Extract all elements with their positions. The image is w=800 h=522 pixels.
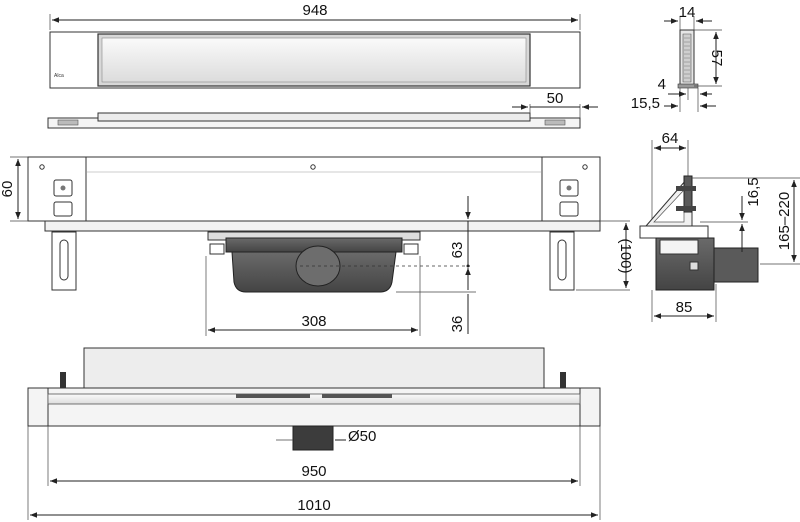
dimension-165-220-label: 165–220 (776, 192, 793, 250)
top-view: 948 Alca (49, 2, 581, 89)
profile-detail: 14 57 4 15,5 (631, 4, 725, 112)
section-view: 64 16,5 165–220 85 (639, 130, 800, 322)
dimension-308-label: 308 (301, 313, 326, 330)
logo-text: Alca (54, 73, 64, 79)
side-strip-view: 50 (47, 90, 598, 129)
outlet-pipe (292, 425, 334, 451)
dimension-100-label: (100) (617, 238, 634, 273)
dimension-15-5-label: 15,5 (631, 95, 660, 112)
dimension-57-label: 57 (708, 50, 725, 67)
dimension-36-label: 36 (449, 316, 466, 333)
dimension-16-5-label: 16,5 (745, 177, 762, 206)
bottom-back-panel (83, 347, 545, 389)
dimension-50-label: 50 (547, 90, 564, 107)
dimension-d50-label: Ø50 (348, 428, 376, 445)
dimension-14-label: 14 (679, 4, 696, 21)
dimension-64-label: 64 (662, 130, 679, 147)
dimension-4-label: 4 (658, 76, 666, 93)
dimension-948-label: 948 (302, 2, 327, 19)
strip-grate (97, 112, 531, 122)
dimension-1010-label: 1010 (297, 497, 330, 514)
dimension-950-label: 950 (301, 463, 326, 480)
front-view: 60 63 36 308 (100) (0, 156, 634, 336)
dimension-60-label: 60 (0, 181, 16, 198)
dimension-85-label: 85 (676, 299, 693, 316)
bottom-view: Ø50 950 1010 (27, 347, 601, 520)
dimension-63-label: 63 (449, 242, 466, 259)
